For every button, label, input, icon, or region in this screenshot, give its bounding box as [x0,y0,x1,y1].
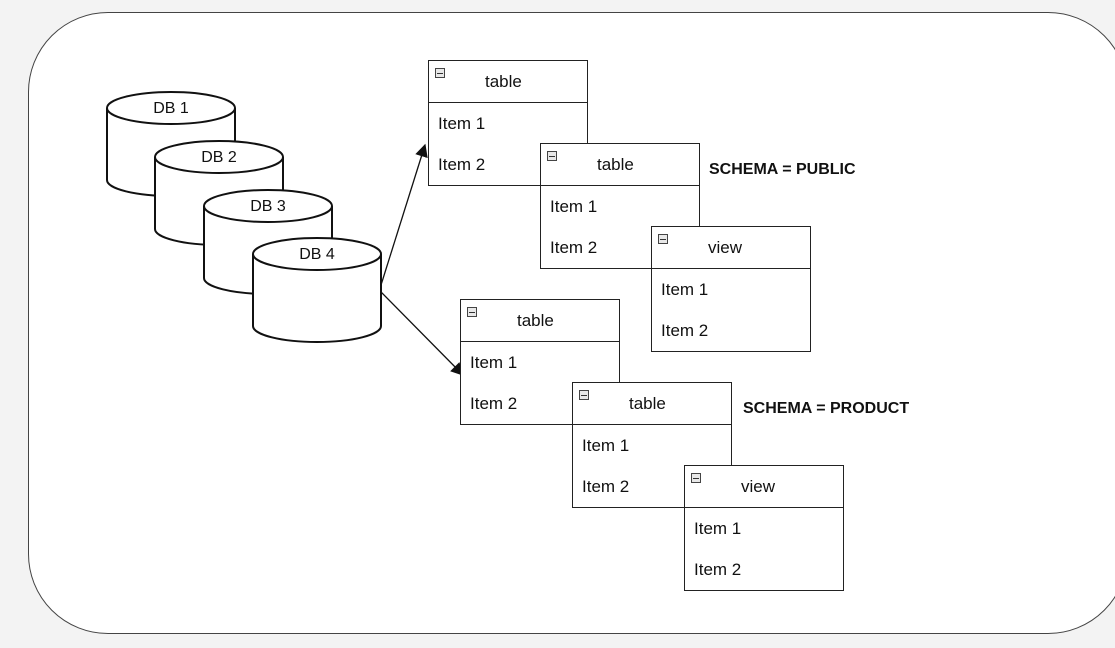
database-db-4: DB 4 [252,237,382,343]
entity-title: view [708,238,743,257]
schema-label-public: SCHEMA = PUBLIC [709,161,856,178]
entity-item: Item 2 [438,155,486,174]
collapse-icon[interactable] [691,473,701,483]
collapse-icon[interactable] [579,390,589,400]
entity-title: table [517,311,554,330]
entity-title: view [741,477,776,496]
entity-item: Item 2 [550,238,598,257]
collapse-icon[interactable] [435,68,445,78]
entity-item: Item 2 [582,477,630,496]
entity-title: table [485,72,522,91]
entity-header: view [652,227,810,269]
collapse-icon[interactable] [547,151,557,161]
collapse-icon[interactable] [467,307,477,317]
database-label: DB 3 [250,198,286,215]
entity-item: Item 1 [550,197,598,216]
entity-header: view [685,466,843,508]
entity-header: table [461,300,619,342]
entity-header: table [429,61,587,103]
arrow-to-public-schema [380,143,428,286]
entity-item: Item 1 [438,114,486,133]
arrow-to-product-schema [380,291,464,376]
database-label: DB 2 [201,149,237,166]
product-entity-view[interactable]: view Item 1 Item 2 [684,465,844,591]
entity-item: Item 1 [582,436,630,455]
public-entity-view[interactable]: view Item 1 Item 2 [651,226,811,352]
schema-label-product: SCHEMA = PRODUCT [743,400,910,417]
database-label: DB 4 [299,246,335,263]
entity-item: Item 2 [661,321,709,340]
public-entity-table-2[interactable]: table Item 1 Item 2 [540,143,700,269]
entity-title: table [597,155,634,174]
entity-item: Item 1 [694,519,742,538]
entity-item: Item 1 [661,280,709,299]
entity-item: Item 2 [470,394,518,413]
database-label: DB 1 [153,100,189,117]
entity-item: Item 1 [470,353,518,372]
entity-header: table [541,144,699,186]
product-entity-table-1[interactable]: table Item 1 Item 2 [460,299,620,425]
entity-header: table [573,383,731,425]
entity-title: table [629,394,666,413]
entity-item: Item 2 [694,560,742,579]
collapse-icon[interactable] [658,234,668,244]
